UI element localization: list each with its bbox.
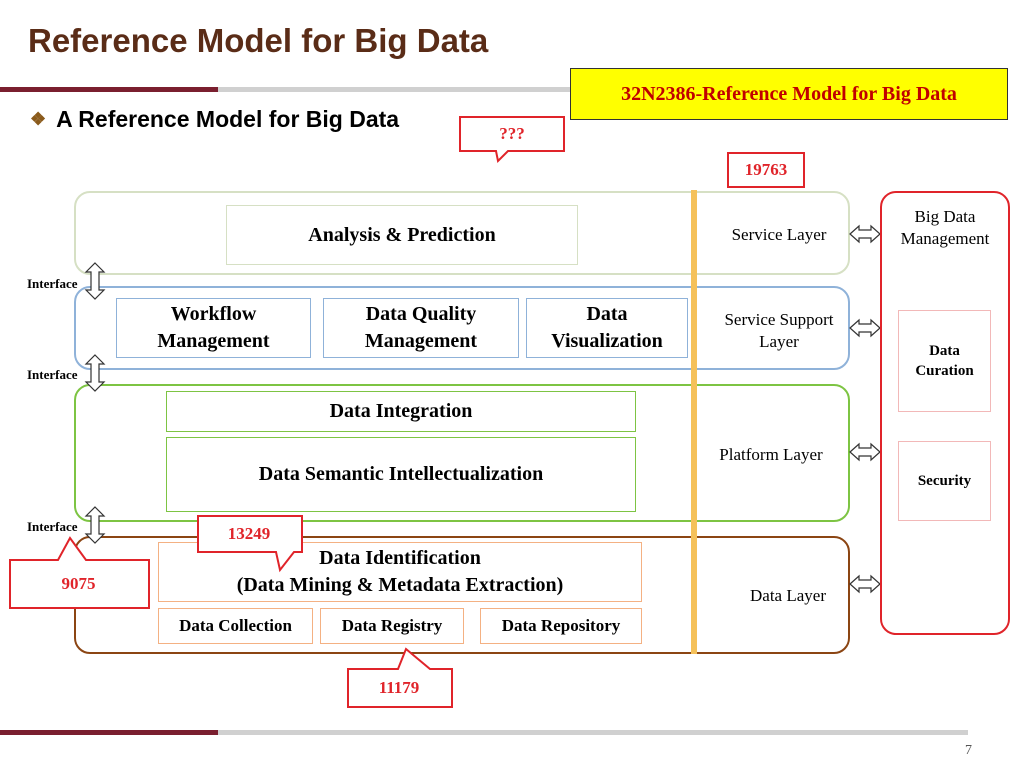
callout-13249-pointer xyxy=(197,515,303,573)
callout-19763: 19763 xyxy=(727,152,805,188)
interface-arrow-icon xyxy=(84,262,106,300)
management-title-line1: Big Data xyxy=(914,207,976,226)
data-identification-line1: Data Identification xyxy=(319,547,481,569)
data-visualization-box: Data Visualization xyxy=(526,298,688,358)
interface-label: Interface xyxy=(27,367,78,382)
workflow-management-box: Workflow Management xyxy=(116,298,311,358)
workflow-management-line1: Workflow xyxy=(170,303,257,325)
bullet-heading: ❖ A Reference Model for Big Data xyxy=(30,106,399,133)
reference-box: 32N2386-Reference Model for Big Data xyxy=(570,68,1008,120)
callout-11179-pointer xyxy=(347,647,453,708)
big-data-management-title: Big Data Management xyxy=(882,206,1008,250)
interface-arrow-icon xyxy=(84,354,106,392)
callout-9075: 9075 xyxy=(61,574,96,593)
data-registry-box: Data Registry xyxy=(320,608,464,644)
callout-13249: 13249 xyxy=(227,524,271,543)
data-quality-line1: Data Quality xyxy=(365,303,477,325)
service-support-layer-label: Service Support Layer xyxy=(700,309,858,353)
management-link-arrow-icon xyxy=(849,442,881,462)
big-data-management-panel xyxy=(880,191,1010,635)
service-support-label-line2: Layer xyxy=(759,332,799,352)
security-box: Security xyxy=(898,441,991,521)
footer-rule-light xyxy=(218,730,968,735)
callout-11179: 11179 xyxy=(378,678,420,697)
data-integration-box: Data Integration xyxy=(166,391,636,432)
diamond-bullet-icon: ❖ xyxy=(30,109,47,129)
service-support-layer xyxy=(74,286,850,370)
management-link-arrow-icon xyxy=(849,574,881,594)
data-curation-line1: Data xyxy=(929,342,960,359)
service-layer-label: Service Layer xyxy=(731,225,827,244)
platform-layer xyxy=(74,384,850,522)
management-title-line2: Management xyxy=(900,229,990,249)
data-curation-line2: Curation xyxy=(915,363,974,379)
management-link-arrow-icon xyxy=(849,224,881,244)
layer-divider xyxy=(691,190,697,654)
data-identification-box: Data Identification (Data Mining & Metad… xyxy=(158,542,642,602)
data-quality-management-box: Data Quality Management xyxy=(323,298,519,358)
data-repository-box: Data Repository xyxy=(480,608,642,644)
data-collection-box: Data Collection xyxy=(158,608,313,644)
analysis-prediction-box: Analysis & Prediction xyxy=(226,205,578,265)
interface-arrow-icon xyxy=(84,506,106,544)
callout-unknown-pointer xyxy=(459,116,565,164)
management-link-arrow-icon xyxy=(849,318,881,338)
page-number: 7 xyxy=(965,743,972,758)
title-rule-light xyxy=(218,87,570,92)
data-visualization-line1: Data xyxy=(586,303,628,325)
callout-9075-pointer xyxy=(9,536,150,609)
platform-layer-label: Platform Layer xyxy=(719,445,823,464)
title-rule-dark xyxy=(0,87,218,92)
service-layer xyxy=(74,191,850,275)
data-visualization-line2: Visualization xyxy=(551,330,663,352)
data-identification-line2: (Data Mining & Metadata Extraction) xyxy=(236,574,564,596)
interface-label: Interface xyxy=(27,276,78,291)
data-semantic-box: Data Semantic Intellectualization xyxy=(166,437,636,512)
data-layer-label: Data Layer xyxy=(750,586,826,605)
footer-rule-dark xyxy=(0,730,218,735)
callout-unknown: ??? xyxy=(499,123,525,143)
service-support-label-line1: Service Support xyxy=(724,310,834,329)
page-title: Reference Model for Big Data xyxy=(28,22,489,59)
interface-label: Interface xyxy=(27,519,78,534)
workflow-management-line2: Management xyxy=(157,330,270,352)
data-curation-box: Data Curation xyxy=(898,310,991,412)
bullet-text: A Reference Model for Big Data xyxy=(56,106,400,132)
data-quality-line2: Management xyxy=(364,330,478,352)
